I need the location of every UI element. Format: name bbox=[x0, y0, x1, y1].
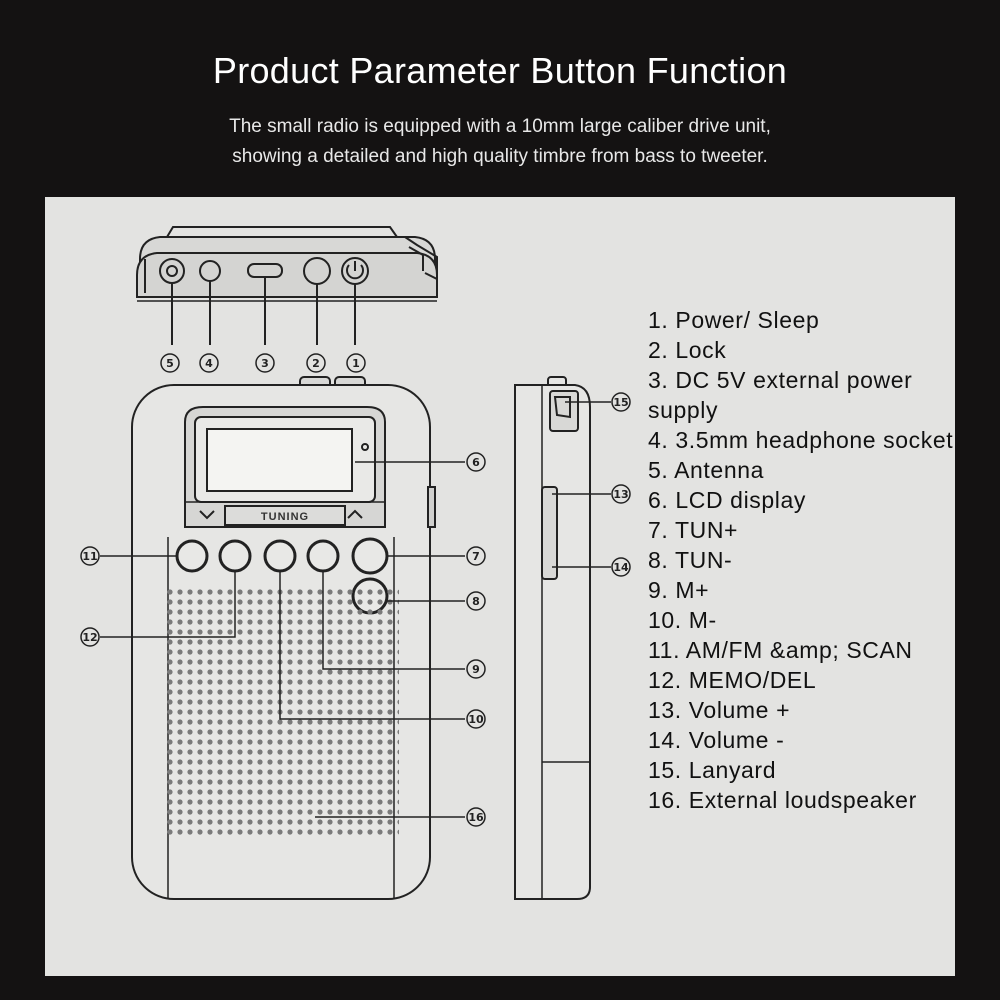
callout-2-label: 2 bbox=[312, 357, 320, 370]
callout-14 bbox=[611, 557, 631, 577]
memo-del-button bbox=[218, 539, 252, 573]
callout-10 bbox=[466, 709, 486, 729]
diagram-panel: 5 4 3 2 1 bbox=[45, 197, 955, 976]
callout-9 bbox=[466, 659, 486, 679]
m-minus-button bbox=[263, 539, 297, 573]
callout-13-label: 13 bbox=[613, 488, 628, 501]
volume-rocker bbox=[541, 486, 558, 580]
callout-16 bbox=[466, 807, 486, 827]
callout-12-label: 12 bbox=[82, 631, 97, 644]
legend-item-antenna: 5. Antenna bbox=[648, 457, 764, 483]
function-legend: 1. Power/ Sleep 2. Lock 3. DC 5V externa… bbox=[648, 305, 958, 815]
callout-7-label: 7 bbox=[472, 550, 480, 563]
legend-item-m-plus: 9. M+ bbox=[648, 577, 710, 603]
radio-diagram: 5 4 3 2 1 bbox=[80, 226, 631, 900]
top-callouts: 5 4 3 2 1 bbox=[160, 353, 366, 373]
callout-13 bbox=[611, 484, 631, 504]
callout-12 bbox=[80, 627, 100, 647]
callout-11 bbox=[80, 546, 100, 566]
legend-item-lock: 2. Lock bbox=[648, 337, 727, 363]
subtitle-line-1: The small radio is equipped with a 10mm … bbox=[229, 116, 771, 137]
callout-15 bbox=[611, 392, 631, 412]
tuning-label: TUNING bbox=[261, 511, 309, 523]
legend-item-memo-del: 12. MEMO/DEL bbox=[648, 667, 817, 693]
legend-item-amfm-scan: 11. AM/FM &amp; SCAN bbox=[648, 637, 913, 663]
callout-3-label: 3 bbox=[261, 357, 269, 370]
radio-top-view bbox=[136, 226, 438, 345]
legend-item-tun-plus: 7. TUN+ bbox=[648, 517, 739, 543]
amfm-scan-button bbox=[175, 539, 209, 573]
legend-item-power-sleep: 1. Power/ Sleep bbox=[648, 307, 820, 333]
legend-item-lanyard: 15. Lanyard bbox=[648, 757, 777, 783]
callout-1-label: 1 bbox=[352, 357, 360, 370]
callout-4 bbox=[199, 353, 219, 373]
callout-11-label: 11 bbox=[82, 550, 97, 563]
front-callouts: 6 7 8 9 10 11 12 16 15 13 14 bbox=[80, 392, 631, 827]
callout-7 bbox=[466, 546, 486, 566]
legend-item-loudspeaker: 16. External loudspeaker bbox=[648, 787, 917, 813]
callout-8 bbox=[466, 591, 486, 611]
callout-2 bbox=[306, 353, 326, 373]
callout-6-label: 6 bbox=[472, 456, 480, 469]
m-plus-button bbox=[306, 539, 340, 573]
speaker-grille bbox=[163, 587, 399, 837]
radio-side-view bbox=[514, 376, 591, 900]
callout-14-label: 14 bbox=[613, 561, 629, 574]
legend-item-m-minus: 10. M- bbox=[648, 607, 717, 633]
callout-5 bbox=[160, 353, 180, 373]
legend-item-headphone: 4. 3.5mm headphone socket bbox=[648, 427, 954, 453]
callout-10-label: 10 bbox=[468, 713, 484, 726]
legend-item-volume-up: 13. Volume + bbox=[648, 697, 791, 723]
legend-item-dc-power: 3. DC 5V external power supply bbox=[648, 367, 913, 423]
tun-plus-button bbox=[351, 537, 389, 575]
callout-16-label: 16 bbox=[468, 811, 484, 824]
callout-5-label: 5 bbox=[166, 357, 174, 370]
callout-15-label: 15 bbox=[613, 396, 628, 409]
callout-8-label: 8 bbox=[472, 595, 480, 608]
leader-lines bbox=[100, 401, 611, 818]
callout-6 bbox=[466, 452, 486, 472]
subtitle-line-2: showing a detailed and high quality timb… bbox=[232, 146, 768, 167]
legend-item-lcd: 6. LCD display bbox=[648, 487, 806, 513]
callout-4-label: 4 bbox=[205, 357, 213, 370]
legend-item-tun-minus: 8. TUN- bbox=[648, 547, 733, 573]
chevron-up-icon bbox=[347, 509, 363, 519]
page-title: Product Parameter Button Function bbox=[212, 50, 788, 91]
callout-9-label: 9 bbox=[472, 663, 480, 676]
callout-3 bbox=[255, 353, 275, 373]
legend-item-volume-down: 14. Volume - bbox=[648, 727, 785, 753]
chevron-down-icon bbox=[199, 510, 215, 520]
callout-1 bbox=[346, 353, 366, 373]
page-subtitle: The small radio is equipped with a 10mm … bbox=[0, 112, 1000, 172]
